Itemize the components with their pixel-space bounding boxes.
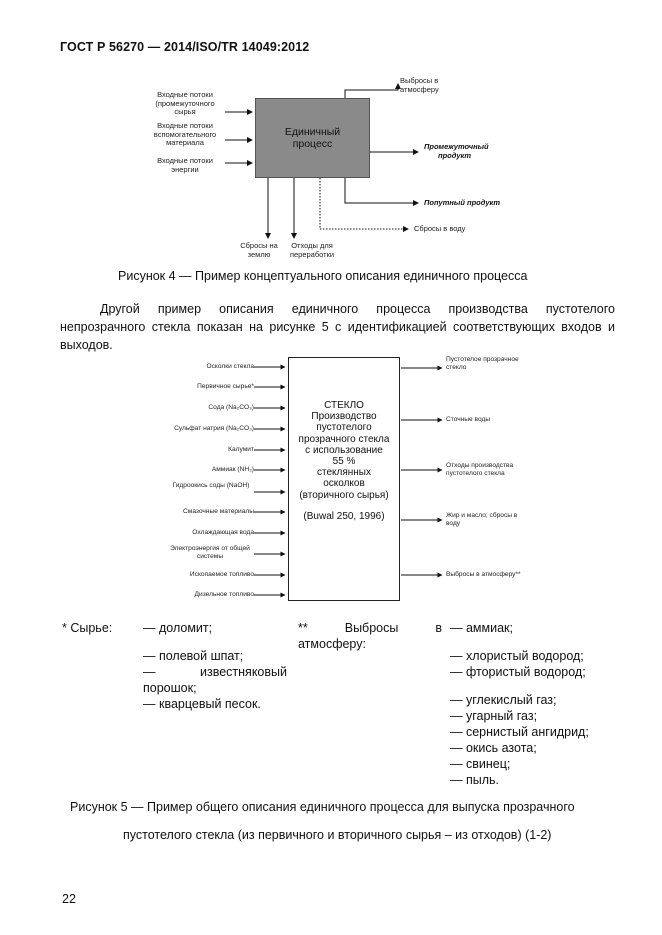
box-line: прозрачного стекла — [298, 433, 390, 445]
raw-materials-list: — доломит; — полевой шпат; — известняков… — [143, 620, 293, 712]
label-line: Промежуточный — [424, 142, 489, 151]
fig5-input-label: Электроэнергия от общей системы — [170, 545, 250, 560]
fig5-input-label: Охлаждающая вода — [192, 529, 254, 536]
paragraph-text: Другой пример описания единичного процес… — [60, 302, 615, 352]
box-line: с использование — [305, 444, 383, 456]
label-line: Выбросы в — [400, 76, 439, 85]
box-line: стеклянных — [317, 467, 371, 479]
fig5-input-label: Сода (Na₂CO₃) — [208, 404, 254, 411]
document-header: ГОСТ Р 56270 — 2014/ISO/TR 14049:2012 — [60, 40, 310, 54]
list-item: — фтористый водород; — [450, 665, 586, 679]
output-label-intermediate: Промежуточный продукт — [424, 142, 534, 160]
figure5-diagram — [254, 364, 443, 598]
fig5-input-label: Гидроокись соды (NaOH) — [172, 482, 250, 489]
figure5-caption-line2: пустотелого стекла (из первичного и втор… — [123, 828, 552, 842]
label-line: материала — [166, 138, 204, 147]
process-label-line: Единичный — [284, 126, 341, 138]
label-line: Отходы для — [291, 241, 333, 250]
fig5-output-label: Сточные воды — [446, 416, 491, 423]
label-line: продукт — [438, 151, 472, 160]
output-label-coproduct: Попутный продукт — [424, 198, 501, 207]
figure5-output-arrows — [401, 365, 443, 578]
emissions-label: ** Выбросы в атмосферу: — [298, 621, 442, 651]
unit-process-box: Единичный процесс — [255, 98, 370, 178]
list-item: — аммиак; — [450, 621, 513, 635]
box-source: (Buwal 250, 1996) — [303, 510, 385, 522]
box-line: (вторичного сырья) — [299, 489, 389, 501]
fig5-input-label: Калумит — [228, 446, 254, 453]
fig5-output-label: Пустотелое прозрачное стекло — [446, 356, 519, 371]
coproduct-output-arrow — [344, 178, 419, 206]
fig5-input-label: Ископаемое топливо — [189, 571, 254, 578]
label-line: вспомогательного — [153, 129, 217, 139]
list-item: — углекислый газ; — [450, 693, 557, 707]
process-label-line: процесс — [292, 138, 333, 150]
label-line: сырья — [174, 107, 196, 116]
list-item: — известняковый порошок; — [143, 665, 287, 695]
label-line: переработки — [289, 249, 335, 259]
figure4-diagram — [225, 83, 419, 239]
body-paragraph: Другой пример описания единичного процес… — [60, 300, 615, 354]
list-item: — свинец; — [450, 757, 511, 771]
fig5-output-label: Выбросы в атмосферу** — [446, 571, 521, 578]
list-item: — сернистый ангидрид; — [450, 725, 589, 739]
glass-process-box — [288, 357, 400, 601]
water-output-arrow — [319, 178, 409, 232]
box-line: осколков — [323, 478, 365, 490]
list-item: — доломит; — [143, 621, 213, 635]
label-line: землю — [247, 249, 271, 259]
list-item: — угарный газ; — [450, 709, 538, 723]
box-line: пустотелого — [316, 422, 372, 434]
fig5-input-label: Аммиак (NH₃) — [211, 466, 254, 473]
label-line: энергии — [171, 164, 199, 174]
box-line: 55 % — [332, 456, 356, 468]
figure5-input-arrows — [254, 364, 286, 598]
label-line: Входные потоки — [157, 156, 213, 165]
page-number: 22 — [62, 892, 76, 906]
output-label-waste: Отходы для переработки — [282, 241, 342, 259]
fig5-input-label: Сульфат натрия (Na₂CO₃) — [174, 425, 254, 432]
glass-process-text: СТЕКЛО Производство пустотелого прозрачн… — [288, 400, 400, 522]
label-line: атмосферу — [400, 84, 439, 94]
list-item: — хлористый водород; — [450, 649, 584, 663]
fig5-output-label: Отходы производства пустотелого стекла — [446, 462, 514, 477]
output-label-air: Выбросы в атмосферу — [400, 76, 480, 94]
air-output-arrow — [344, 83, 401, 98]
raw-materials-label: * Сырье: — [62, 621, 113, 635]
fig5-input-label: Осколки стекла — [206, 363, 254, 370]
list-item: — пыль. — [450, 773, 500, 787]
input-label-intermediate: Входные потоки (промежуточного сырья — [140, 90, 230, 117]
label-line: (промежуточного — [155, 98, 215, 108]
list-item: — полевой шпат; — [143, 649, 244, 663]
input-label-auxiliary: Входные потоки вспомогательного материал… — [140, 121, 230, 148]
output-label-soil: Сбросы на землю — [234, 241, 284, 259]
box-line: СТЕКЛО — [324, 400, 364, 411]
figure5-caption-line1: Рисунок 5 — Пример общего описания едини… — [70, 800, 575, 814]
fig5-input-label: Дизельное топливо — [194, 591, 254, 598]
figure4-caption: Рисунок 4 — Пример концептуального описа… — [118, 269, 528, 283]
label-line: Сбросы на — [240, 241, 278, 250]
input-label-energy: Входные потоки энергии — [140, 156, 230, 174]
fig5-input-label: Первичное сырье* — [197, 383, 254, 390]
fig5-output-label: Жир и масло; сбросы в воду — [446, 512, 518, 527]
box-line: Производство — [311, 411, 377, 423]
label-line: Входные потоки — [157, 121, 213, 130]
fig5-input-label: Смазочные материалы — [183, 508, 254, 515]
list-item: — окись азота; — [450, 741, 537, 755]
emissions-list: — аммиак; — хлористый водород; — фторист… — [450, 620, 620, 788]
label-line: Входные потоки — [157, 90, 213, 99]
list-item: — кварцевый песок. — [143, 697, 261, 711]
output-label-water: Сбросы в воду — [414, 224, 466, 233]
